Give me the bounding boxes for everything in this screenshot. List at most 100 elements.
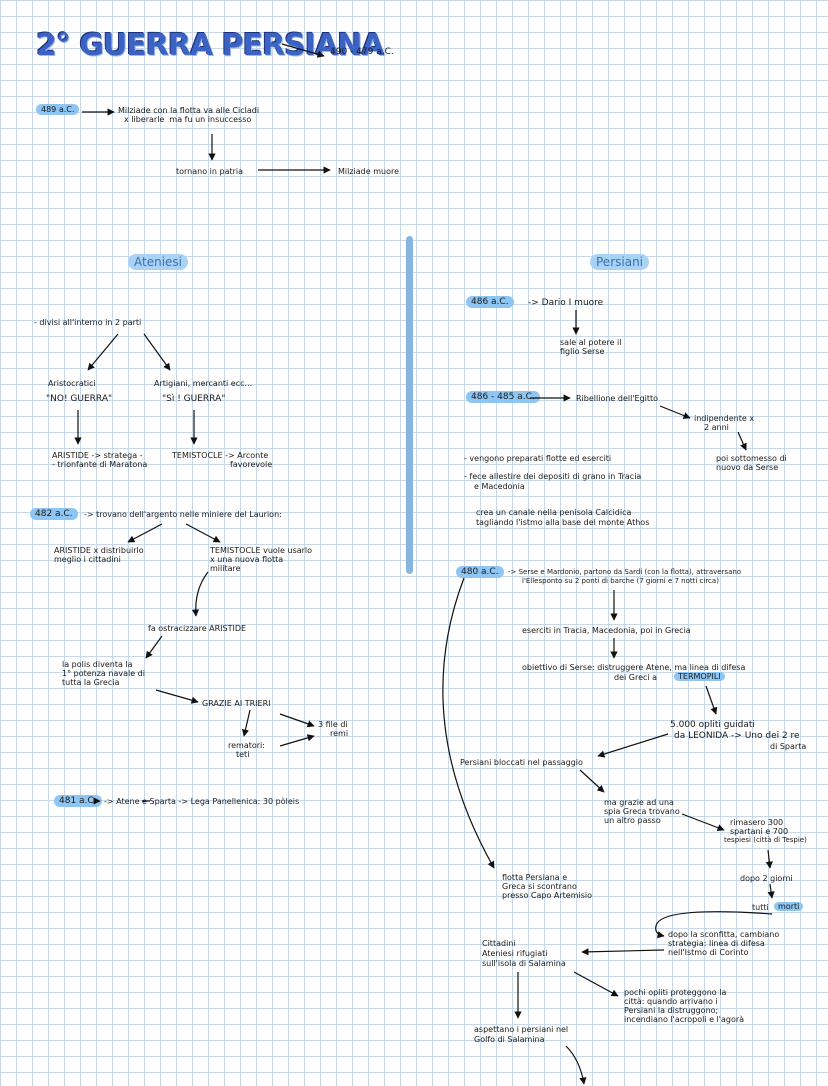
cittadini-text-2: Ateniesi rifugiati [482,949,548,958]
canale-text-2: tagliando l'istmo alla base del monte At… [476,518,650,527]
polis-text-3: tutta la Grecia [62,678,120,687]
persiani-header: Persiani [590,254,650,270]
date-489: 489 a.C. [36,104,80,116]
sconfitta-text-1: dopo la sconfitta, cambiano [668,930,780,939]
file-remi-text-1: 3 file di [318,720,348,729]
grazie-spia-text-3: un altro passo [604,816,661,825]
polis-text-1: la polis diventa la [62,660,133,669]
obiettivo-text-2: dei Greci a [614,673,658,682]
ribellione-text: Ribellione dell'Egitto [576,394,659,403]
temistocle-text-2: favorevole [230,460,273,469]
sale-text-2: figlio Serse [560,347,605,356]
grazie-spia-text-1: ma grazie ad una [604,798,674,807]
ostracizzare-text: fa ostracizzare ARISTIDE [148,624,247,633]
aristide-distribuire-1: ARISTIDE x distribuirlo [54,546,144,555]
rimasero-text-3: tespiesi (città di Tespie) [724,836,807,844]
opliti-text-3: di Sparta [770,742,807,751]
sottomesso-text-2: nuovo da Serse [716,463,779,472]
dario-text: -> Dario I muore [528,298,604,308]
no-guerra-text: "NO! GUERRA" [46,394,113,404]
column-divider [406,236,413,574]
title-dates: 490 - 479 a.C. [330,47,394,57]
depositi-text-2: e Macedonia [474,482,525,491]
arrow-aristocratici [87,333,119,371]
divisi-text: - divisi all'interno in 2 parti [34,318,142,327]
arrow-rimasero [765,849,773,869]
sconfitta-text-3: nell'Istmo di Corinto [668,948,749,957]
serse-text-2: l'Ellesponto su 2 ponti di barche (7 gio… [522,577,719,585]
cittadini-text-3: sull'isola di Salamina [482,959,566,968]
rematori-text-2: teti [236,750,250,759]
arrow-480-long [442,577,495,869]
depositi-text-1: - fece allestire dei depositi di grano i… [464,472,642,481]
flotta-text-1: flotta Persiana e [502,873,568,882]
arrow-482-left [127,523,163,543]
arrow-salamina [565,1045,587,1085]
grazie-spia-text-2: spia Greca trovano [604,807,680,816]
indipendente-text-2: 2 anni [704,423,729,432]
bloccati-text: Persiani bloccati nel passaggio [460,758,583,767]
date-486-485: 486 - 485 a.C. [466,391,540,404]
sale-text-1: sale al potere il [560,338,622,347]
termopili-badge: TERMOPILI [674,672,725,682]
serse-text-1: -> Serse e Mardonio, partono da Sardi (c… [508,568,742,576]
eserciti-text: eserciti in Tracia, Macedonia, poi in Gr… [522,626,691,635]
pochi-text-1: pochi opliti proteggono la [624,988,727,997]
aristocratici-text: Aristocratici [48,379,96,388]
date-486: 486 a.C. [466,296,514,309]
temistocle-text-1: TEMISTOCLE -> Arconte [172,451,269,460]
torna-text: tornano in patria [176,167,244,176]
date-480: 480 a.C. [456,566,504,579]
dopo-2-giorni-text: dopo 2 giorni [740,874,793,883]
pochi-text-4: incendiano l'acropoli e l'agorà [624,1015,745,1024]
temistocle-vuole-3: militare [210,564,241,573]
rematori-text-1: rematori: [228,741,265,750]
tutti-text: tutti [752,903,769,912]
aspettano-text-1: aspettano i persiani nel [474,1025,569,1034]
miltiade-text-2: x liberarle ma fu un insuccesso [124,115,252,124]
arrow-pochi [573,971,619,997]
arrow-rematori [241,709,251,737]
arrow-bloccati [579,769,605,793]
arrow-grazie [155,689,199,704]
polis-text-2: 1° potenza navale di [62,669,145,678]
pochi-text-3: Persiani la distruggono; [624,1006,719,1015]
aspettano-text-2: Golfo di Salamina [474,1035,545,1044]
date-481: 481 a.C. [54,795,102,808]
grazie-trieri-text: GRAZIE AI TRIERI [202,699,271,708]
cittadini-text-1: Cittadini [482,939,516,948]
pochi-text-2: città: quando arrivano i [624,997,718,1006]
arrow-title [281,43,325,58]
flotta-text-3: presso Capo Artemisio [502,891,593,900]
aristide-distribuire-2: meglio i cittadini [54,555,121,564]
muore-text: Milziade muore [338,167,400,176]
sottomesso-text-1: poi sottomesso di [716,454,787,463]
arrow-ribellione [659,405,691,419]
rimasero-text-2: spartani e 700 [730,827,789,836]
trovano-text: -> trovano dell'argento nelle miniere de… [84,510,282,519]
miltiade-text-1: Milziade con la flotta va alle Cicladi [118,106,260,115]
aristide-text-2: - trionfante di Maratona [52,460,148,469]
arrow-termopili [705,685,718,715]
si-guerra-text: "Sì ! GUERRA" [162,394,226,404]
page-title: 2° GUERRA PERSIANA [36,28,385,63]
indipendente-text-1: indipendente x [694,414,755,423]
arrow-file-bottom [279,734,315,747]
arrow-dopo-giorni [767,883,775,899]
arrow-sconfitta [581,948,665,956]
temistocle-vuole-2: x una nuova flotta [210,555,284,564]
arrow-spia [681,813,725,832]
date-482: 482 a.C. [30,508,78,521]
opliti-text-2: da LEONIDA -> Uno dei 2 re [674,731,800,741]
preparati-text: - vengono preparati flotte ed eserciti [464,454,612,463]
aristide-text-1: ARISTIDE -> stratega - [52,451,143,460]
temistocle-vuole-1: TEMISTOCLE vuole usarlo [210,546,313,555]
opliti-text-1: 5.000 opliti guidati [670,720,755,730]
arrow-polis [145,635,163,659]
arrow-morti [655,911,773,939]
arrow-indipendente [737,431,747,451]
arrow-leonida [597,733,669,758]
artigiani-text: Artigiani, mercanti ecc... [154,379,253,388]
arrow-artigiani [143,333,171,371]
